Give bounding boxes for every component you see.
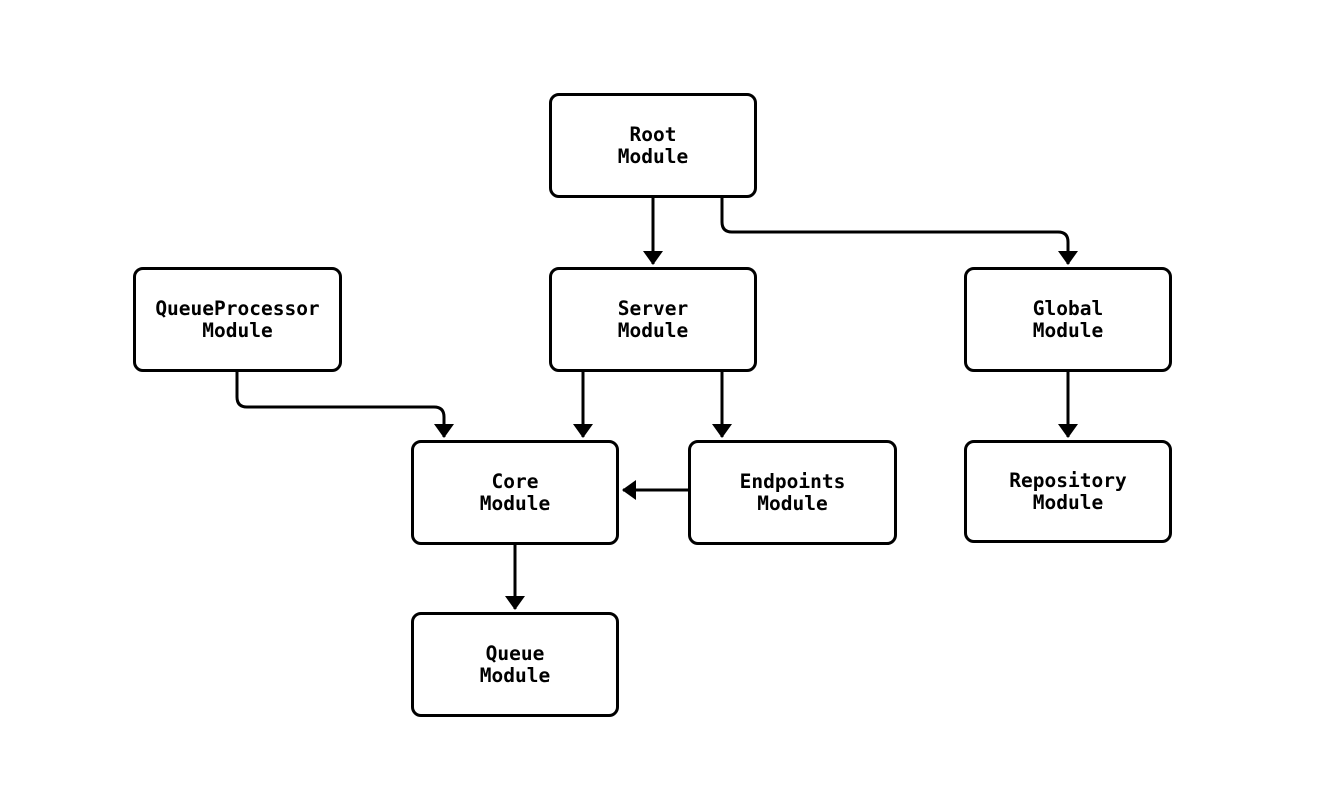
- node-label-line1: Core: [491, 469, 539, 493]
- node-label-line1: Endpoints: [739, 469, 846, 493]
- node-endpoints-module: Endpoints Module: [688, 440, 897, 545]
- edge-queueprocessor-to-core: [235, 372, 454, 438]
- node-root-module: Root Module: [549, 93, 757, 198]
- node-global-module: Global Module: [964, 267, 1172, 372]
- node-label-line2: Module: [617, 144, 689, 168]
- node-label-line2: Module: [479, 491, 551, 515]
- edge-root-to-global: [720, 198, 1078, 265]
- node-label-line2: Module: [479, 663, 551, 687]
- node-label-line2: Module: [757, 491, 828, 515]
- node-server-module: Server Module: [549, 267, 757, 372]
- node-label-line2: Module: [1032, 318, 1104, 342]
- node-label-line2: Module: [202, 318, 273, 342]
- node-label-line1: Root: [629, 122, 677, 146]
- node-label-line1: Server: [617, 296, 689, 320]
- node-label-line1: Repository: [1009, 468, 1127, 492]
- node-repository-module: Repository Module: [964, 440, 1172, 543]
- node-label-line1: Global: [1032, 296, 1104, 320]
- node-label-line2: Module: [617, 318, 689, 342]
- node-label-line1: QueueProcessor: [155, 296, 320, 320]
- node-queueprocessor-module: QueueProcessor Module: [133, 267, 342, 372]
- node-queue-module: Queue Module: [411, 612, 619, 717]
- node-label-line2: Module: [1032, 490, 1104, 514]
- node-core-module: Core Module: [411, 440, 619, 545]
- node-label-line1: Queue: [485, 641, 545, 665]
